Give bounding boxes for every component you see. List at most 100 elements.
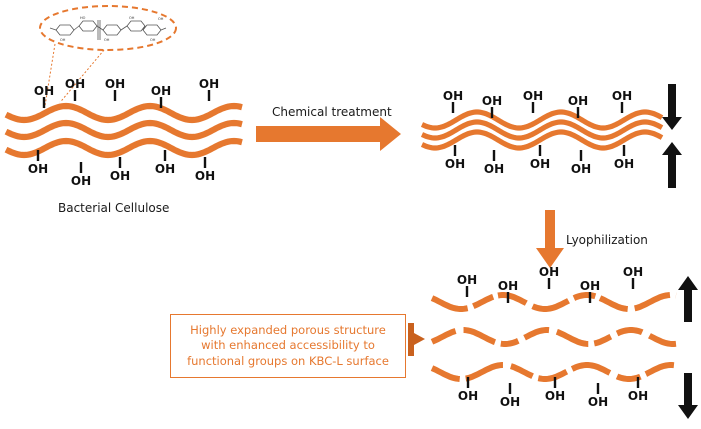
hydroxyl-label: OH bbox=[155, 162, 175, 176]
hydroxyl-label: OH bbox=[530, 157, 550, 171]
lyophilization-label: Lyophilization bbox=[566, 233, 648, 247]
hydroxyl-group: OH bbox=[195, 157, 215, 183]
hydroxyl-group: OH bbox=[484, 150, 504, 176]
glycosidic-bonds bbox=[49, 25, 167, 31]
inset-leader bbox=[51, 49, 105, 113]
cellulose-fiber bbox=[1, 118, 247, 142]
hydroxyl-label: OH bbox=[65, 77, 85, 91]
lyophilization-arrow bbox=[536, 210, 564, 268]
cellulose-structure bbox=[49, 20, 167, 40]
hydroxyl-label: OH bbox=[500, 395, 520, 409]
cellulose-fiber bbox=[1, 136, 247, 160]
cellulose-fiber bbox=[417, 107, 667, 133]
hydroxyl-group: OH bbox=[612, 89, 632, 113]
pyranose-ring bbox=[126, 20, 146, 32]
hydroxyl-group: OH bbox=[457, 273, 477, 297]
hydroxyl-group: OH bbox=[71, 162, 91, 188]
hydroxyl-label: OH bbox=[482, 94, 502, 108]
hydroxyl-label: OH bbox=[628, 389, 648, 403]
hydroxyl-label: OH bbox=[443, 89, 463, 103]
hydroxyl-group: OH bbox=[443, 89, 463, 113]
hydroxyl-label: OH bbox=[568, 94, 588, 108]
hydroxyl-group: OH bbox=[571, 150, 591, 176]
hydroxyl-group: OH bbox=[523, 89, 543, 113]
porous-fiber bbox=[427, 360, 681, 384]
treated-cellulose-fibers bbox=[417, 107, 667, 153]
cellulose-fiber bbox=[417, 117, 667, 143]
hydroxyl-label: OH bbox=[545, 389, 565, 403]
result-line-3: functional groups on KBC-L surface bbox=[187, 353, 389, 368]
porous-fiber bbox=[427, 290, 681, 314]
expand-arrow-up bbox=[678, 276, 698, 322]
atom-label: OH bbox=[158, 17, 164, 21]
hydroxyl-group: OH bbox=[34, 84, 54, 108]
compress-arrow-up bbox=[662, 142, 682, 188]
atom-label: HO bbox=[80, 16, 86, 20]
hydroxyl-label: OH bbox=[34, 84, 54, 98]
hydroxyl-label: OH bbox=[580, 279, 600, 293]
hydroxyl-group: OH bbox=[500, 383, 520, 409]
result-description-box: Highly expanded porous structure with en… bbox=[170, 314, 406, 378]
inset-leader bbox=[43, 43, 56, 113]
hydroxyl-group: OH bbox=[151, 84, 171, 108]
hydroxyl-label: OH bbox=[623, 265, 643, 279]
result-line-1: Highly expanded porous structure bbox=[190, 322, 386, 337]
compress-arrow-down bbox=[662, 84, 682, 130]
hydroxyl-label: OH bbox=[457, 273, 477, 287]
atom-label: OH bbox=[104, 38, 110, 42]
hydroxyl-group: OH bbox=[445, 145, 465, 171]
cellulose-fiber bbox=[417, 127, 667, 153]
hydroxyl-label: OH bbox=[571, 162, 591, 176]
hydroxyl-group: OH bbox=[110, 157, 130, 183]
hydroxyl-label: OH bbox=[484, 162, 504, 176]
hydroxyl-label: OH bbox=[71, 174, 91, 188]
bacterial-cellulose-fibers bbox=[1, 101, 247, 160]
atom-label: OH bbox=[60, 38, 66, 42]
hydroxyl-label: OH bbox=[195, 169, 215, 183]
hydroxyl-label: OH bbox=[523, 89, 543, 103]
hydroxyl-group: OH bbox=[28, 150, 48, 176]
result-pointer-arrow bbox=[408, 323, 425, 356]
hydroxyl-label: OH bbox=[105, 77, 125, 91]
hydroxyl-group: OH bbox=[628, 377, 648, 403]
hydroxyl-group: OH bbox=[530, 145, 550, 171]
hydroxyl-group: OH bbox=[458, 377, 478, 403]
hydroxyl-label: OH bbox=[498, 279, 518, 293]
chemical-treatment-label: Chemical treatment bbox=[272, 105, 392, 119]
pyranose-ring bbox=[55, 24, 75, 36]
molecule-inset: OH HO OH OH OH OH bbox=[39, 5, 177, 113]
hydroxyl-group: OH bbox=[580, 279, 600, 303]
expand-arrow-down bbox=[678, 373, 698, 419]
hydroxyl-label: OH bbox=[458, 389, 478, 403]
hydroxyl-group: OH bbox=[155, 150, 175, 176]
hydroxyl-group: OH bbox=[623, 265, 643, 289]
hydroxyl-group: OH bbox=[539, 265, 559, 289]
hydroxyl-group: OH bbox=[482, 94, 502, 118]
pyranose-ring bbox=[102, 24, 122, 36]
hydroxyl-label: OH bbox=[28, 162, 48, 176]
atom-label: OH bbox=[150, 38, 156, 42]
porous-cellulose-fibers bbox=[427, 290, 681, 384]
pyranose-ring bbox=[78, 20, 98, 32]
hydroxyl-group: OH bbox=[105, 77, 125, 101]
hydroxyl-group: OH bbox=[65, 77, 85, 101]
hydroxyl-label: OH bbox=[539, 265, 559, 279]
hydroxyl-group: OH bbox=[545, 377, 565, 403]
porous-fiber bbox=[427, 325, 681, 349]
chemical-treatment-arrow bbox=[256, 117, 401, 151]
hydroxyl-label: OH bbox=[110, 169, 130, 183]
pyranose-ring bbox=[142, 24, 162, 36]
hydroxyl-group: OH bbox=[614, 145, 634, 171]
cellulose-fiber bbox=[1, 101, 247, 125]
hydroxyl-label: OH bbox=[199, 77, 219, 91]
hydroxyl-label: OH bbox=[151, 84, 171, 98]
inset-ellipse bbox=[39, 5, 177, 51]
hydroxyl-group: OH bbox=[498, 279, 518, 303]
bacterial-cellulose-label: Bacterial Cellulose bbox=[58, 201, 170, 215]
hydroxyl-label: OH bbox=[588, 395, 608, 409]
hydroxyl-group: OH bbox=[588, 383, 608, 409]
atom-label: OH bbox=[129, 16, 135, 20]
repeat-bracket bbox=[97, 20, 101, 40]
process-arrows bbox=[256, 84, 698, 419]
